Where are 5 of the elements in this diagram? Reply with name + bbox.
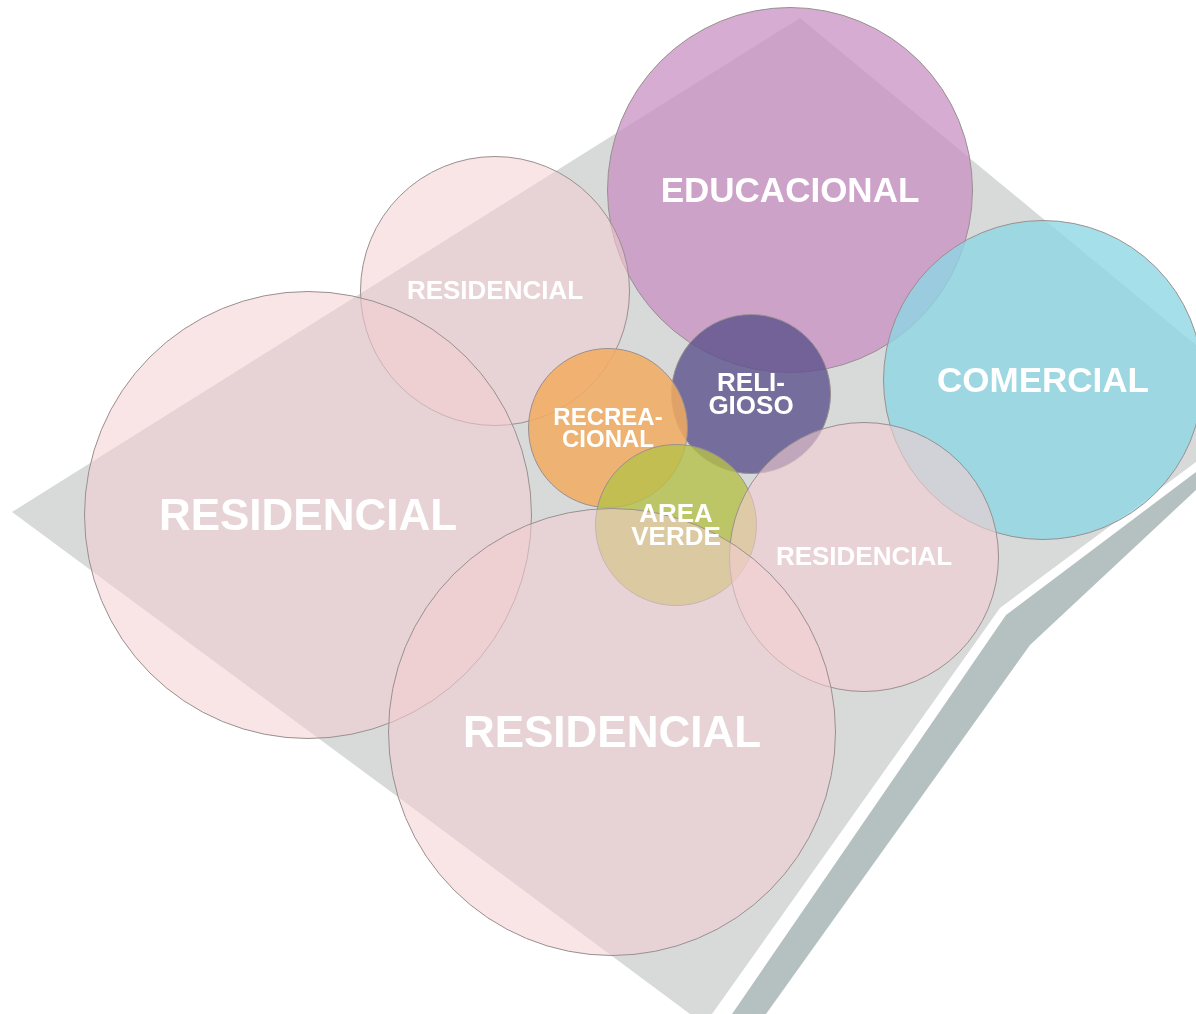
zone-label: RECREA- CIONAL [553,406,663,450]
zone-label: COMERCIAL [937,364,1149,396]
zone-label: AREA VERDE [631,501,721,549]
zone-label: RELI- GIOSO [708,370,794,418]
zone-label: EDUCACIONAL [660,174,920,206]
